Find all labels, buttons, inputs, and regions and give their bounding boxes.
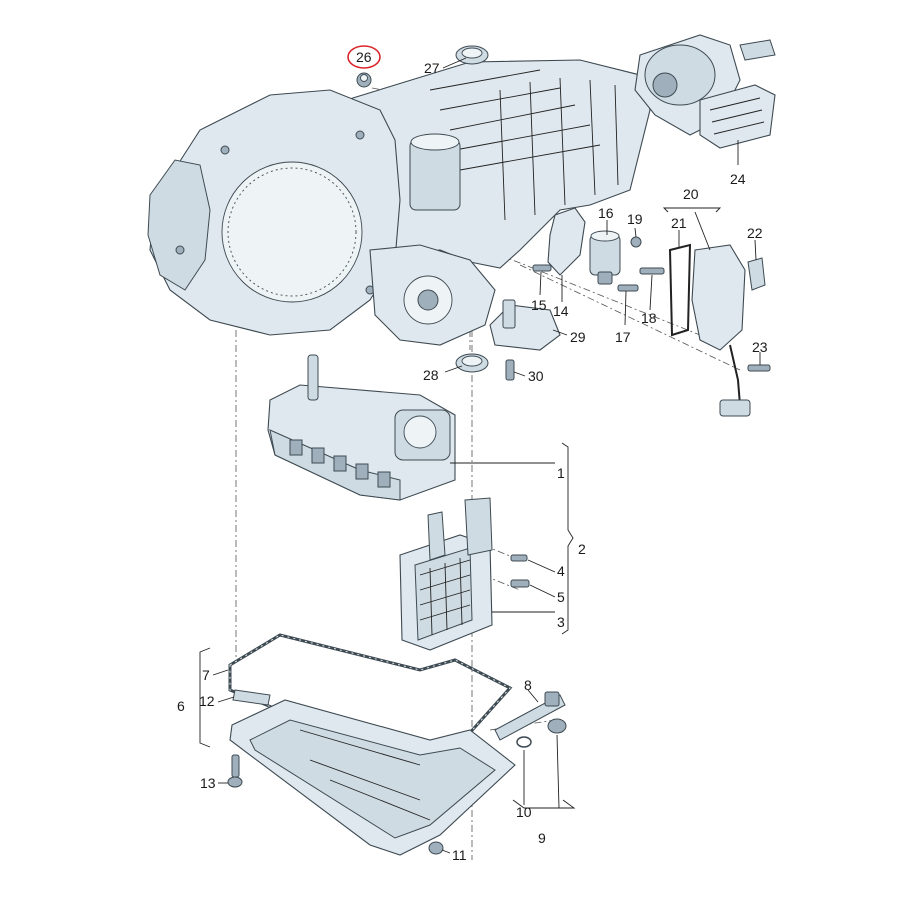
drive-plate [221, 161, 363, 303]
case-ribs [429, 69, 619, 221]
side-cover-parts [668, 243, 771, 417]
label-13: 13 [200, 775, 216, 791]
label-29: 29 [570, 329, 586, 345]
label-28: 28 [423, 367, 439, 383]
label-2: 2 [578, 541, 586, 557]
label-4: 4 [557, 563, 565, 579]
valve-body-solenoids [289, 439, 391, 488]
label-6: 6 [177, 698, 185, 714]
label-9: 9 [538, 830, 546, 846]
label-20: 20 [683, 186, 699, 202]
label-23: 23 [752, 339, 768, 355]
bolt-part-13 [227, 754, 243, 788]
label-27: 27 [424, 60, 440, 76]
leader-lines [199, 57, 761, 854]
plug-part-9 [547, 718, 567, 734]
oil-pan [229, 699, 516, 856]
label-12: 12 [199, 693, 215, 709]
label-8: 8 [524, 677, 532, 693]
filter-part-12 [232, 689, 271, 706]
oring-part-10 [516, 736, 532, 748]
label-24: 24 [730, 171, 746, 187]
control-unit-grid [419, 557, 471, 636]
label-3: 3 [557, 614, 565, 630]
mount-part-29 [489, 299, 561, 351]
label-21: 21 [671, 215, 687, 231]
label-15: 15 [531, 297, 547, 313]
valve-body-part-1 [267, 354, 456, 501]
label-16: 16 [598, 205, 614, 221]
transmission-housing [147, 59, 651, 346]
callout-labels: 26 27 24 16 19 20 21 22 15 14 17 18 29 2… [177, 49, 768, 863]
label-30: 30 [528, 368, 544, 384]
part-26-plug [356, 72, 372, 88]
label-26: 26 [356, 49, 372, 65]
label-1: 1 [557, 465, 565, 481]
bolt-part-30 [505, 359, 515, 381]
label-19: 19 [627, 211, 643, 227]
highlight-ring-26 [347, 45, 381, 69]
label-14: 14 [553, 303, 569, 319]
bolt-part-5 [510, 579, 530, 588]
bolt-part-4 [510, 554, 528, 562]
label-11: 11 [452, 847, 467, 863]
drain-plug-part-11 [428, 841, 444, 855]
label-7: 7 [202, 667, 210, 683]
control-unit-part-3 [399, 497, 493, 651]
label-22: 22 [747, 225, 763, 241]
label-17: 17 [615, 329, 631, 345]
transfer-case-part-24 [634, 34, 776, 149]
label-10: 10 [516, 804, 532, 820]
part-27-seal [455, 45, 489, 65]
tube-part-8 [494, 691, 566, 741]
label-18: 18 [641, 310, 657, 326]
label-5: 5 [557, 589, 565, 605]
part-28-seal [455, 353, 489, 373]
bell-bolts [175, 130, 375, 295]
